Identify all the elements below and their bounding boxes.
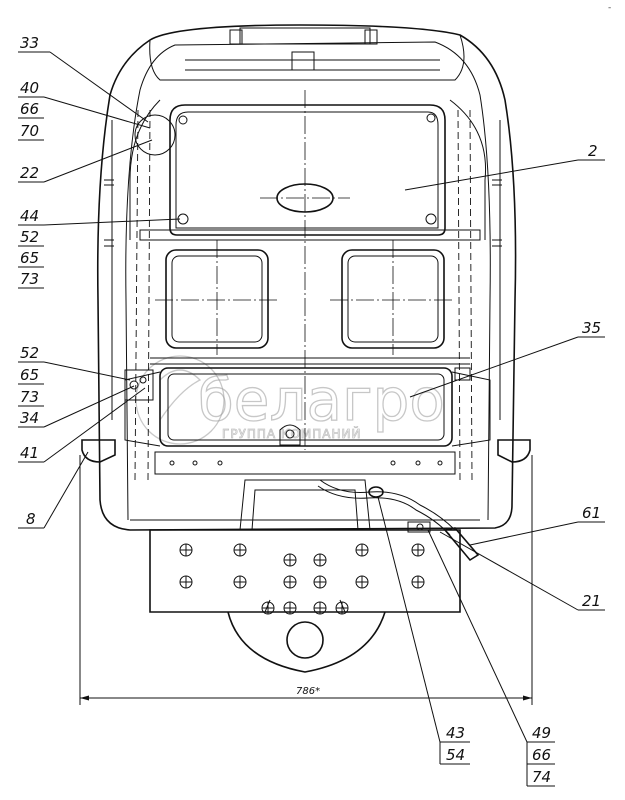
callout-40: 40 <box>20 79 39 97</box>
center-panels <box>150 240 470 365</box>
callout-34: 34 <box>20 409 39 427</box>
rear-window <box>139 90 481 450</box>
callout-44: 44 <box>20 207 39 225</box>
callout-73-upper: 73 <box>20 270 39 288</box>
callout-22: 22 <box>20 164 39 182</box>
hose-connectors <box>317 479 480 562</box>
dimension-label: 786* <box>296 686 320 697</box>
callout-54: 54 <box>446 746 465 764</box>
callout-43: 43 <box>446 724 465 742</box>
watermark-brand: белагро <box>198 366 445 434</box>
lower-panel <box>124 367 491 475</box>
callout-73-lower: 73 <box>20 388 39 406</box>
callout-61: 61 <box>582 504 601 522</box>
callout-65-upper: 65 <box>20 249 39 267</box>
callout-35: 35 <box>582 319 601 337</box>
bolt-pattern <box>179 543 425 615</box>
callout-21: 21 <box>582 592 601 610</box>
callout-8: 8 <box>26 510 36 528</box>
corner-marker: - <box>608 3 611 13</box>
callout-52-lower: 52 <box>20 344 39 362</box>
width-dimension: 786* <box>79 455 533 705</box>
callout-74: 74 <box>532 768 551 786</box>
watermark: белагро ГРУППА КОМПАНИЙ <box>135 355 445 445</box>
watermark-tagline: ГРУППА КОМПАНИЙ <box>222 426 361 441</box>
detail-circle <box>134 114 176 156</box>
callout-leaders <box>18 51 605 787</box>
callout-2: 2 <box>588 142 598 160</box>
callout-33: 33 <box>20 34 39 52</box>
side-handles <box>81 439 531 463</box>
callout-49: 49 <box>532 724 551 742</box>
callout-65-lower: 65 <box>20 366 39 384</box>
lower-mount <box>130 479 480 673</box>
callout-41: 41 <box>20 444 39 462</box>
callout-labels: 33 40 66 70 22 44 52 65 73 52 65 73 34 4… <box>20 34 601 786</box>
callout-66-lower: 66 <box>532 746 551 764</box>
cab-body <box>96 24 517 531</box>
callout-52-upper: 52 <box>20 228 39 246</box>
callout-70: 70 <box>20 122 39 140</box>
callout-66-upper: 66 <box>20 100 39 118</box>
